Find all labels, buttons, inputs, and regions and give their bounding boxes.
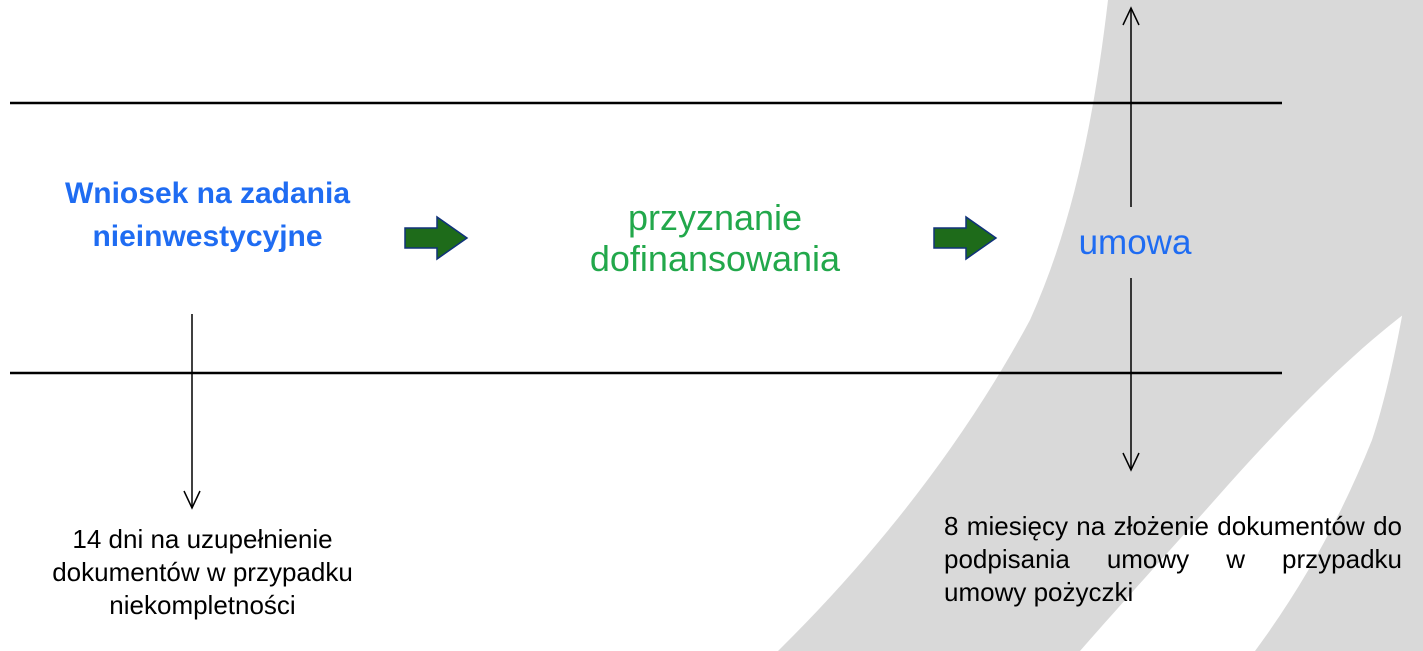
arrow-down-icon xyxy=(1122,278,1140,472)
arrow-up-icon xyxy=(1122,6,1140,207)
note-completion-deadline: 14 dni na uzupełnienie dokumentów w przy… xyxy=(52,524,353,620)
step-wniosek-label: Wniosek na zadania nieinwestycyjne xyxy=(64,177,351,253)
block-arrow-right-icon xyxy=(404,215,469,261)
block-arrow-right-icon xyxy=(933,215,998,261)
step-umowa-label: umowa xyxy=(1078,223,1192,262)
background-leaf-shape xyxy=(778,0,1423,651)
background-leaf-shape-small xyxy=(1255,170,1423,651)
step-przyznanie-label: przyznanie dofinansowania xyxy=(589,197,841,279)
note-contract-deadline: 8 miesięcy na złożenie dokumentów do pod… xyxy=(944,511,1402,607)
arrow-down-icon xyxy=(183,314,201,510)
